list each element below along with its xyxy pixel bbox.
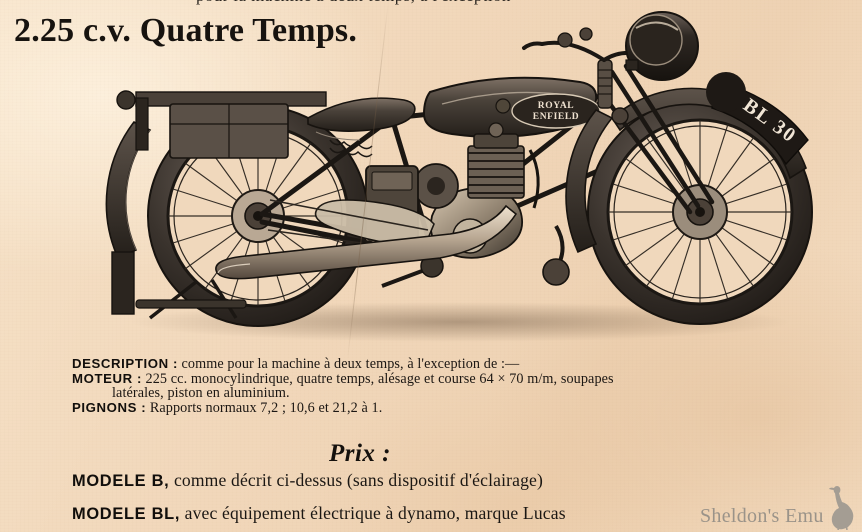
saddle bbox=[307, 97, 416, 158]
spec-row-pignons: PIGNONS : Rapports normaux 7,2 ; 10,6 et… bbox=[72, 399, 854, 416]
front-wheel bbox=[587, 99, 813, 325]
spec-label-description: DESCRIPTION : bbox=[72, 356, 178, 371]
headlamp bbox=[625, 11, 699, 81]
model-bl-line: MODELE BL, avec équipement électrique à … bbox=[72, 503, 566, 524]
model-bl-description: avec équipement électrique à dynamo, mar… bbox=[184, 503, 566, 523]
emu-icon bbox=[828, 484, 858, 531]
svg-text:ENFIELD: ENFIELD bbox=[533, 112, 579, 122]
price-heading: Prix : bbox=[328, 440, 392, 467]
specification-list: DESCRIPTION : comme pour la machine à de… bbox=[72, 356, 854, 416]
fuel-tank: ROYAL ENFIELD bbox=[422, 76, 601, 138]
clipped-text-above: pour la machine a deux temps, a l'except… bbox=[196, 0, 666, 6]
spec-body-moteur-cont: latérales, piston en aluminium. bbox=[112, 385, 290, 402]
spec-body-pignons: Rapports normaux 7,2 ; 10,6 et 21,2 à 1. bbox=[149, 399, 383, 416]
toolbox bbox=[116, 90, 327, 159]
page-title: 2.25 c.v. Quatre Temps. bbox=[14, 12, 358, 49]
model-b-description: comme décrit ci-dessus (sans dispositif … bbox=[173, 470, 544, 490]
motorcycle-illustration: ROYAL ENFIELD bbox=[105, 11, 813, 342]
front-mudguard bbox=[565, 108, 614, 254]
footrest bbox=[381, 224, 570, 288]
spec-row-description: DESCRIPTION : comme pour la machine à de… bbox=[72, 356, 854, 372]
chaincase bbox=[314, 199, 435, 249]
watermark-text: Sheldon's Emu bbox=[700, 505, 824, 527]
spec-row-moteur: MOTEUR : 225 cc. monocylindrique, quatre… bbox=[72, 370, 854, 387]
handlebars bbox=[522, 40, 640, 62]
spec-row-moteur-cont: latérales, piston en aluminium. bbox=[72, 386, 854, 401]
model-bl-name: MODELE BL, bbox=[72, 505, 181, 523]
model-b-name: MODELE B, bbox=[72, 472, 170, 490]
spec-label-pignons: PIGNONS : bbox=[72, 399, 147, 415]
model-b-line: MODELE B, comme décrit ci-dessus (sans d… bbox=[72, 470, 543, 491]
spec-body-moteur: 225 cc. monocylindrique, quatre temps, a… bbox=[145, 370, 614, 387]
spec-label-moteur: MOTEUR : bbox=[72, 370, 142, 386]
exhaust bbox=[215, 204, 518, 280]
spec-body-description: comme pour la machine à deux temps, à l'… bbox=[181, 356, 520, 372]
svg-text:ROYAL: ROYAL bbox=[538, 101, 574, 111]
